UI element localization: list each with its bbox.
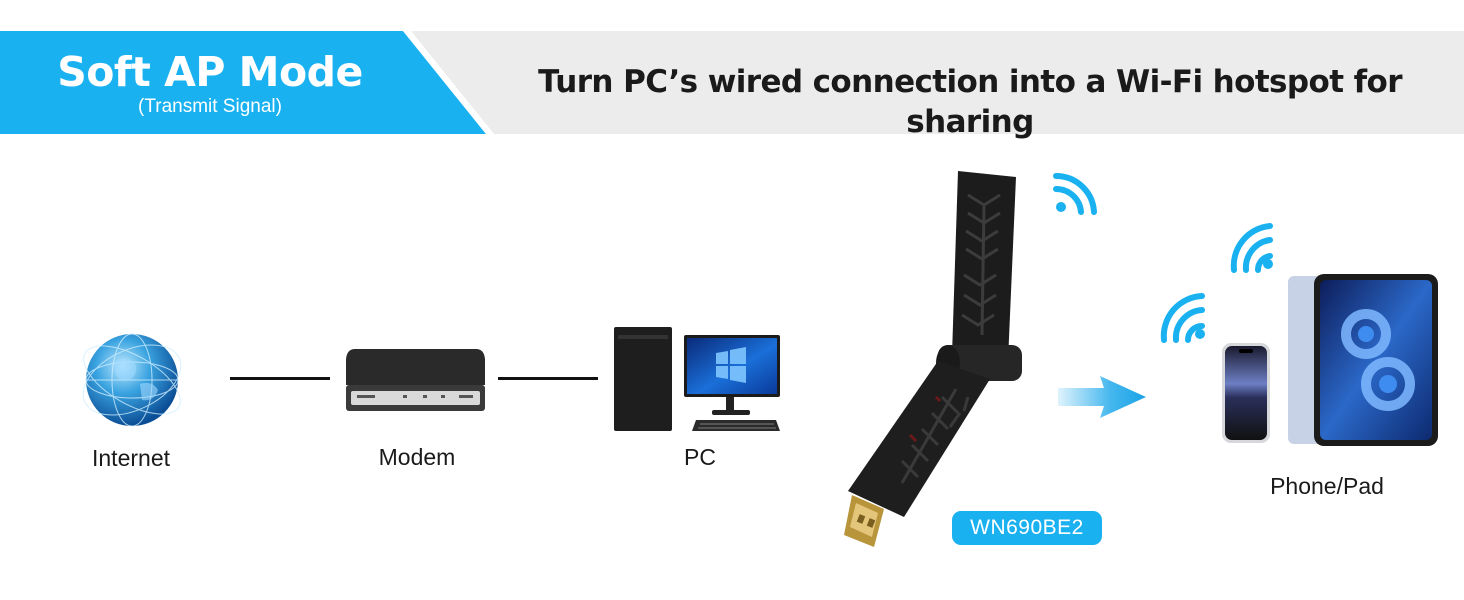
arrow-right-icon (1058, 376, 1146, 418)
wifi-icon (1230, 223, 1273, 273)
phone-icon (1222, 343, 1270, 443)
connector-line (498, 377, 598, 380)
mode-tab-shape (0, 31, 494, 134)
model-badge: WN690BE2 (952, 511, 1102, 545)
globe-icon (82, 333, 182, 427)
usb-adapter-icon (844, 171, 1022, 547)
internet-label: Internet (92, 445, 170, 471)
mode-subtitle: (Transmit Signal) (138, 96, 282, 117)
pc-icon (614, 327, 780, 431)
connector-line (230, 377, 330, 380)
mode-title: Soft AP Mode (57, 48, 363, 96)
modem-label: Modem (378, 444, 456, 470)
wifi-icon (1053, 172, 1097, 215)
tablet-icon (1288, 274, 1438, 446)
pc-label: PC (684, 444, 716, 470)
headline: Turn PC’s wired connection into a Wi-Fi … (538, 64, 1402, 140)
clients-label: Phone/Pad (1270, 473, 1384, 499)
modem-icon (346, 349, 485, 411)
wifi-icon (1160, 293, 1205, 343)
